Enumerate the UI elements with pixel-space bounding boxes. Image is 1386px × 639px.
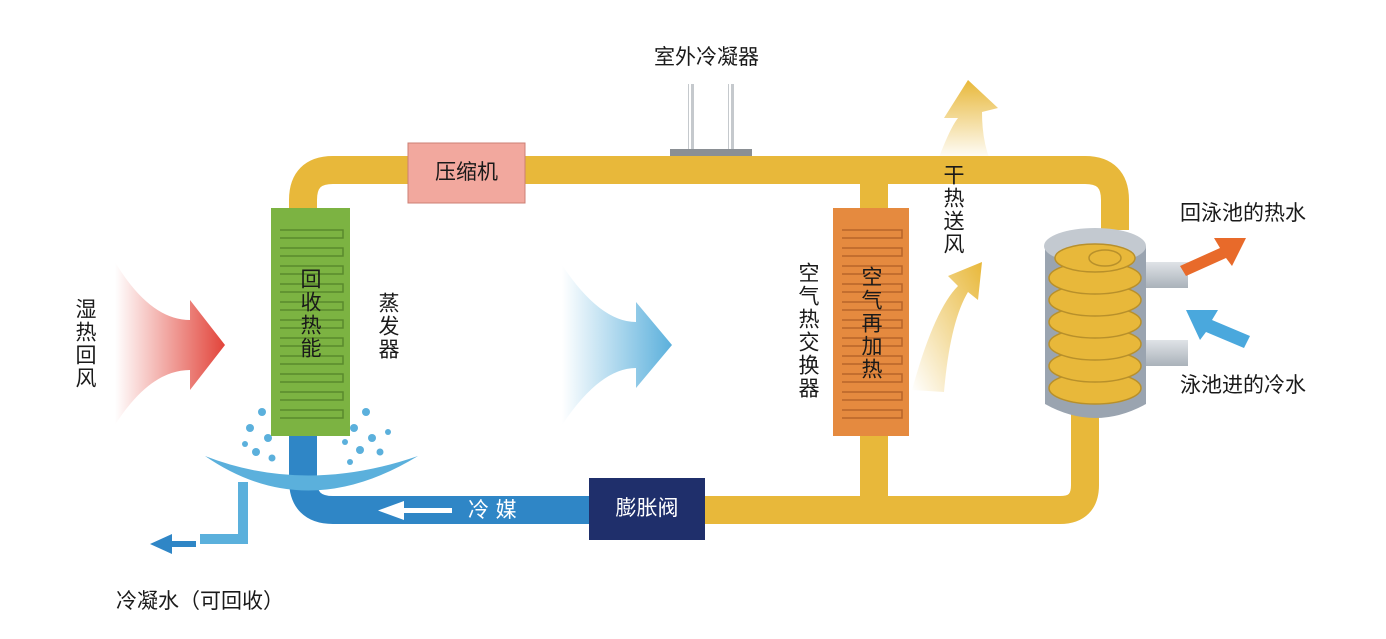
compressor-box — [407, 142, 526, 204]
cool-air-arrow-icon — [562, 265, 672, 425]
cold-water-in-arrow-icon — [1186, 310, 1250, 348]
dry-hot-air-right-arrow-icon — [912, 262, 982, 392]
water-tank-icon — [1044, 228, 1188, 418]
condenser-vent-icon — [670, 84, 752, 156]
pool-inlet-cold-water-label: 泳池进的冷水 — [1180, 373, 1306, 397]
air-heat-exchanger-label: 空气热交换器 — [796, 262, 820, 400]
hot-refrigerant-pipe — [289, 156, 1129, 524]
refrigerant-label: 冷 媒 — [468, 498, 517, 522]
expansion-valve-label: 膨胀阀 — [615, 496, 679, 520]
compressor-label: 压缩机 — [435, 160, 498, 184]
dry-hot-supply-air-label: 干热送风 — [941, 164, 965, 256]
outdoor-condenser-label: 室外冷凝器 — [654, 45, 759, 69]
dry-hot-air-up-arrow-icon — [938, 80, 998, 160]
condensate-label: 冷凝水（可回收） — [116, 589, 284, 613]
air-reheat-label: 空气再加热 — [859, 266, 883, 381]
pool-return-hot-water-label: 回泳池的热水 — [1180, 201, 1306, 225]
refrigerant-flow-arrow-icon — [378, 501, 452, 520]
condensate-arrow-icon — [150, 534, 196, 554]
water-droplets-icon — [242, 408, 391, 465]
heat-recovery-label: 回收热能 — [298, 268, 322, 360]
hot-water-out-arrow-icon — [1180, 238, 1246, 276]
humid-hot-air-arrow-icon — [115, 262, 225, 425]
evaporator-coil-icon — [271, 208, 350, 436]
expansion-valve-box — [589, 478, 705, 540]
evaporator-label: 蒸发器 — [376, 292, 400, 361]
condensate-tray-icon — [200, 456, 418, 544]
humid-hot-return-air-label: 湿热回风 — [73, 298, 97, 390]
reheat-coil-icon — [833, 208, 909, 436]
